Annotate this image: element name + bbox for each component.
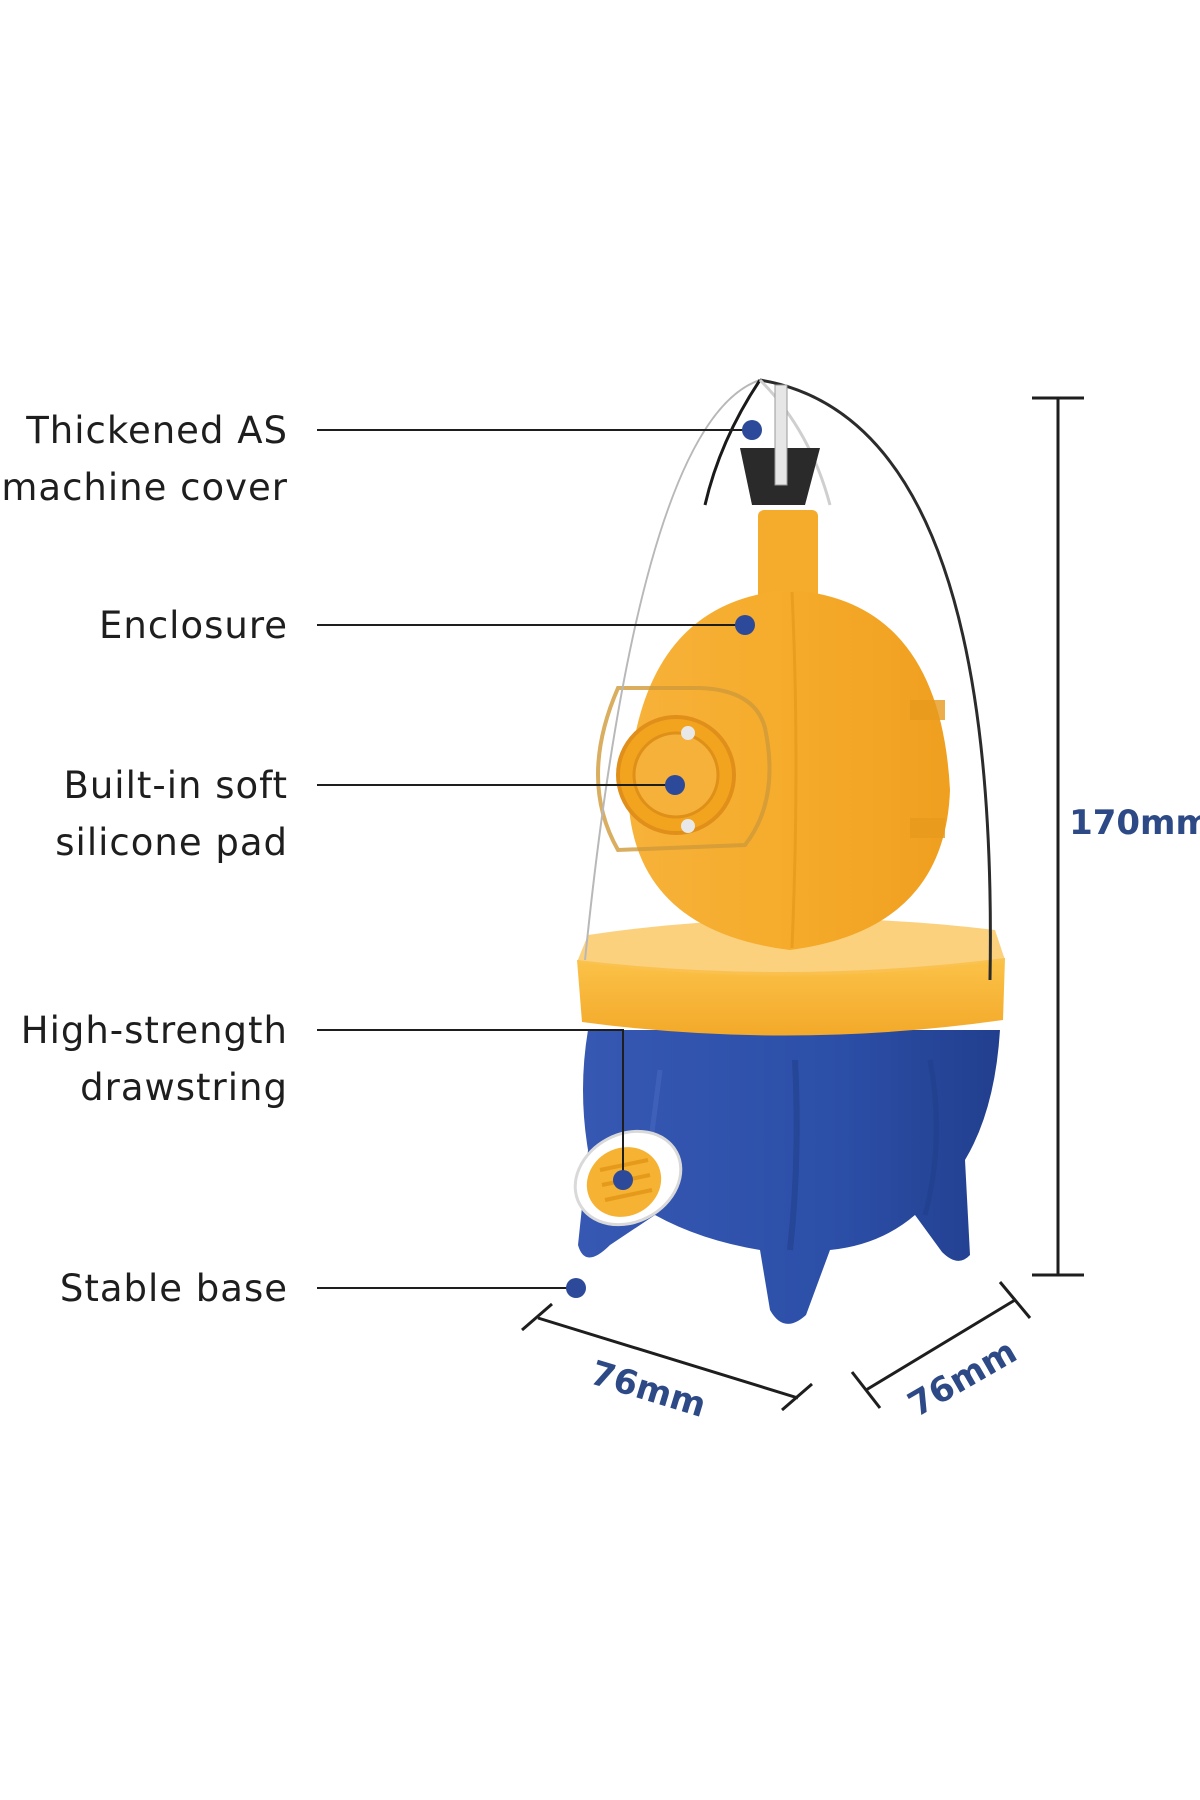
height-label: 170mm — [1069, 803, 1200, 843]
depth-dimension-line — [850, 1281, 1032, 1409]
leader-drawstring — [317, 1029, 624, 1180]
dot-base — [566, 1278, 586, 1298]
drawstring-label-line-2: drawstring — [80, 1066, 288, 1109]
width-dimension-line — [521, 1302, 813, 1412]
callout-label-enclosure: Enclosure — [99, 597, 288, 654]
pad-label-line-1: Built-in soft — [63, 764, 288, 807]
base-label: Stable base — [59, 1267, 288, 1310]
dot-drawstring — [613, 1170, 633, 1190]
height-dimension-line — [1032, 396, 1084, 1277]
cover-label-line-1: Thickened AS — [26, 409, 288, 452]
dot-enclosure — [735, 615, 755, 635]
depth-label: 76mm — [901, 1332, 1023, 1426]
callout-label-cover: Thickened AS machine cover — [1, 402, 288, 516]
callout-lines — [317, 429, 752, 1289]
dot-cover — [742, 420, 762, 440]
callout-label-pad: Built-in soft silicone pad — [55, 757, 288, 871]
callout-label-drawstring: High-strength drawstring — [21, 1002, 288, 1116]
clear-cover — [584, 378, 992, 981]
callout-label-base: Stable base — [60, 1260, 288, 1317]
cover-label-line-2: machine cover — [1, 466, 288, 509]
drawstring-label-line-1: High-strength — [20, 1009, 288, 1052]
enclosure-label: Enclosure — [99, 604, 288, 647]
callout-dots — [566, 420, 762, 1298]
enclosure-egg — [628, 510, 950, 950]
silicone-pad — [596, 686, 772, 853]
pad-label-line-2: silicone pad — [55, 821, 288, 864]
dot-pad — [665, 775, 685, 795]
